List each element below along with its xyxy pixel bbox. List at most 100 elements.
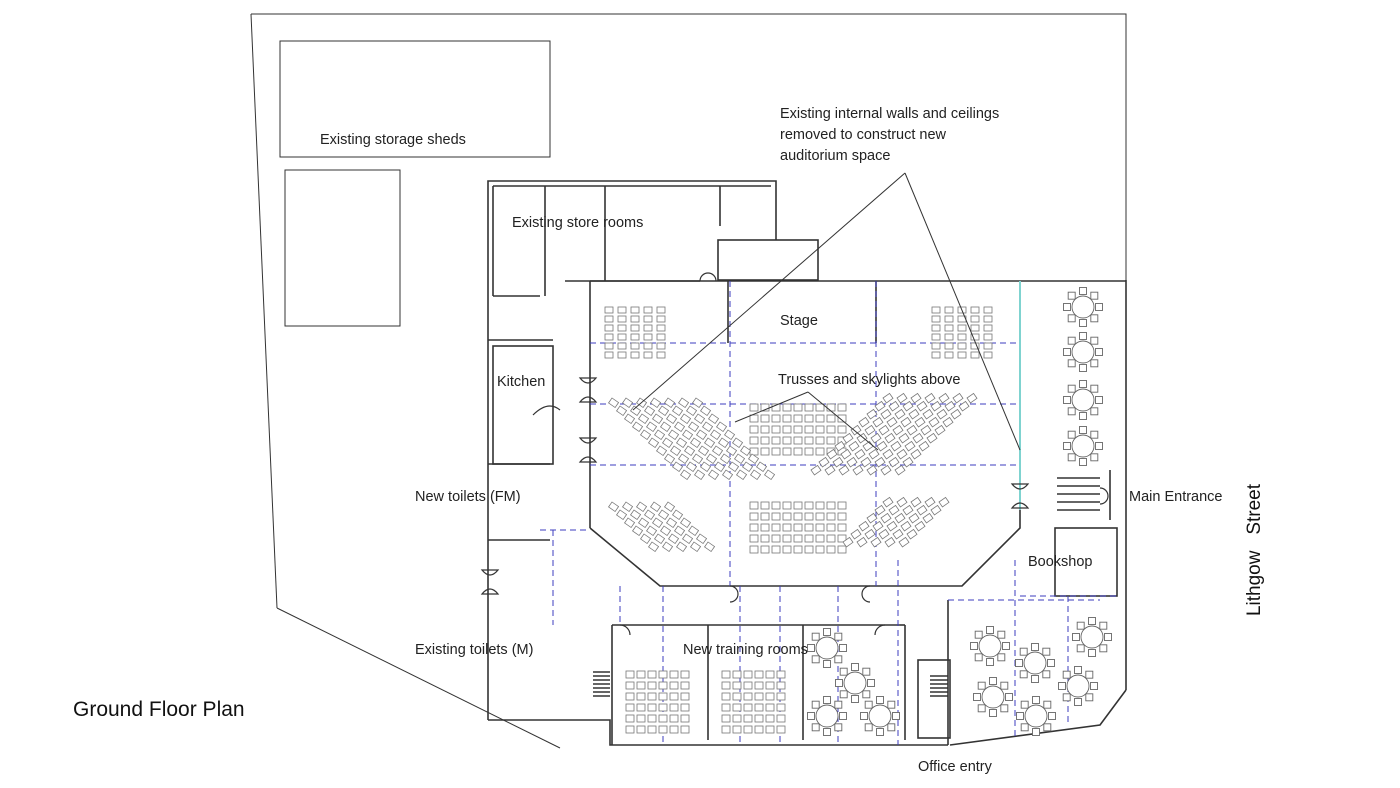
seat [765, 670, 775, 679]
chair [811, 655, 820, 664]
seat [782, 501, 792, 510]
seat [826, 523, 836, 532]
seat [749, 523, 759, 532]
seat [704, 437, 716, 449]
chair [1076, 621, 1085, 630]
seat [732, 670, 742, 679]
seat [966, 392, 978, 404]
seat [700, 405, 712, 417]
chair [1067, 314, 1076, 323]
seat [630, 351, 640, 359]
seat [669, 681, 679, 690]
seat [669, 670, 679, 679]
seat [660, 421, 672, 433]
seat [754, 692, 764, 701]
seat [680, 413, 692, 425]
seat [646, 421, 658, 433]
seat [670, 445, 682, 457]
seat [617, 351, 627, 359]
annotation-walls-removed-line1: Existing internal walls and ceilings [780, 106, 1000, 122]
seat [837, 425, 847, 434]
seat [898, 536, 910, 548]
seat [896, 496, 908, 508]
seat [765, 681, 775, 690]
seat [630, 324, 640, 332]
seat [647, 714, 657, 723]
seat [647, 692, 657, 701]
chair [1067, 453, 1076, 462]
chair [1002, 642, 1010, 650]
seat [934, 424, 946, 436]
chair [834, 700, 843, 709]
seat [902, 400, 914, 412]
chair [811, 632, 820, 641]
seat [754, 725, 764, 734]
chair [1079, 412, 1087, 420]
seat [815, 414, 825, 423]
seat [804, 447, 814, 456]
seat [654, 429, 666, 441]
seat [878, 424, 890, 436]
chair [1090, 453, 1099, 462]
chair [1016, 712, 1024, 720]
seat [782, 545, 792, 554]
seat [931, 351, 941, 359]
seat [676, 437, 688, 449]
seat [743, 692, 753, 701]
seat [916, 400, 928, 412]
chair [835, 679, 843, 687]
seat [837, 523, 847, 532]
chair [1072, 633, 1080, 641]
seat [804, 425, 814, 434]
seat [782, 447, 792, 456]
annotation-walls-removed-line3: auditorium space [780, 148, 891, 164]
chair [1043, 723, 1052, 732]
seat [957, 342, 967, 350]
seat [624, 517, 636, 529]
seat [983, 342, 993, 350]
seat [664, 501, 676, 513]
seat [716, 421, 728, 433]
seat [864, 424, 876, 436]
seat [837, 534, 847, 543]
seat [771, 447, 781, 456]
chair [823, 660, 831, 668]
seat [749, 447, 759, 456]
seat [856, 432, 868, 444]
seat [765, 714, 775, 723]
seat [743, 681, 753, 690]
seat [793, 512, 803, 521]
seat [983, 333, 993, 341]
seat [838, 464, 850, 476]
seat [878, 528, 890, 540]
chair [892, 712, 900, 720]
seat [672, 509, 684, 521]
door-leaf [578, 437, 598, 444]
seat [970, 351, 980, 359]
seat [926, 432, 938, 444]
chair [1019, 647, 1028, 656]
door-leaf [578, 456, 598, 463]
chair [989, 677, 997, 685]
seat [732, 681, 742, 690]
seat [804, 534, 814, 543]
seat [625, 703, 635, 712]
seat [950, 408, 962, 420]
seat [712, 445, 724, 457]
seat [938, 392, 950, 404]
seat [888, 504, 900, 516]
seat [714, 461, 726, 473]
seat [678, 453, 690, 465]
chair [986, 626, 994, 634]
seat [852, 464, 864, 476]
seat [604, 306, 614, 314]
seat [842, 536, 854, 548]
seat [625, 714, 635, 723]
seat [866, 408, 878, 420]
chair [1090, 682, 1098, 690]
seat [870, 432, 882, 444]
seat [872, 416, 884, 428]
seat [832, 456, 844, 468]
seat [724, 429, 736, 441]
table [1066, 674, 1090, 698]
